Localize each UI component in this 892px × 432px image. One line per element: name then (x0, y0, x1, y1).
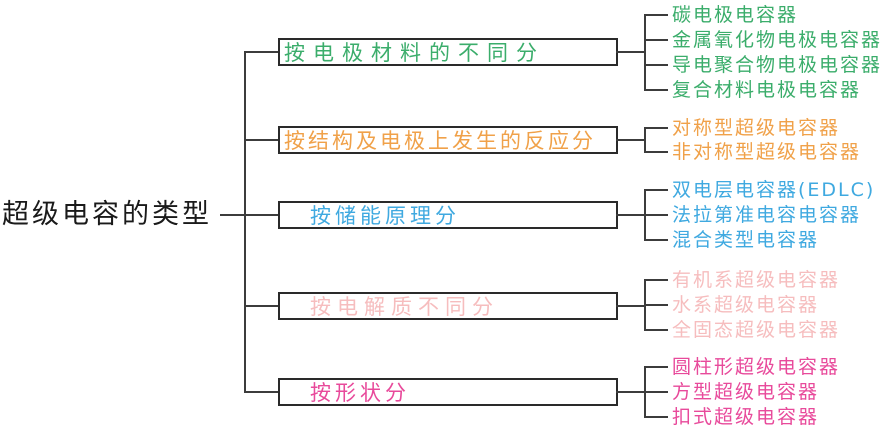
branch5-left-stub (244, 391, 278, 393)
leaf-stub (644, 329, 668, 331)
branch1-bracket (644, 14, 646, 91)
branch4-left-stub (244, 305, 278, 307)
leaf-stub (644, 151, 668, 153)
leaf-stub (644, 89, 668, 91)
root-title: 超级电容的类型 (2, 199, 212, 230)
leaf-label: 金属氧化物电极电容器 (672, 29, 883, 51)
leaf-stub (644, 64, 668, 66)
leaf-label: 双电层电容器(EDLC) (672, 179, 876, 201)
leaf-label: 法拉第准电容电容器 (672, 204, 862, 226)
leaf-label: 圆柱形超级电容器 (672, 356, 841, 378)
leaf-label: 复合材料电极电容器 (672, 79, 862, 101)
branch-label: 按形状分 (310, 381, 410, 405)
leaf-label: 导电聚合物电极电容器 (672, 54, 883, 76)
leaf-label: 对称型超级电容器 (672, 117, 841, 139)
spine-line (244, 51, 246, 393)
branch-label: 按储能原理分 (310, 204, 460, 228)
branch3-left-stub (244, 214, 278, 216)
leaf-stub (644, 366, 668, 368)
leaf-label: 碳电极电容器 (672, 4, 799, 26)
leaf-label: 非对称型超级电容器 (672, 141, 862, 163)
leaf-stub (644, 304, 668, 306)
branch-label: 按结构及电极上发生的反应分 (284, 129, 596, 153)
branch-box-energy-storage: 按储能原理分 (278, 201, 618, 229)
leaf-stub (644, 189, 668, 191)
leaf-stub (644, 391, 668, 393)
branch3-right-connector (616, 214, 646, 216)
branch-label: 按电极材料的不同分 (284, 41, 545, 65)
leaf-stub (644, 279, 668, 281)
branch2-bracket (644, 127, 646, 153)
leaf-label: 有机系超级电容器 (672, 269, 841, 291)
leaf-stub (644, 39, 668, 41)
leaf-label: 方型超级电容器 (672, 381, 820, 403)
root-connector-line (220, 214, 246, 216)
branch1-left-stub (244, 51, 278, 53)
branch5-right-connector (616, 391, 646, 393)
branch2-left-stub (244, 139, 278, 141)
leaf-label: 水系超级电容器 (672, 294, 820, 316)
leaf-stub (644, 214, 668, 216)
leaf-label: 混合类型电容器 (672, 229, 820, 251)
leaf-stub (644, 14, 668, 16)
branch1-right-connector (616, 51, 646, 53)
leaf-stub (644, 416, 668, 418)
branch-label: 按电解质不同分 (310, 295, 499, 319)
leaf-label: 全固态超级电容器 (672, 319, 841, 341)
leaf-label: 扣式超级电容器 (672, 406, 820, 428)
branch2-right-connector (616, 139, 646, 141)
branch-box-structure-reaction: 按结构及电极上发生的反应分 (278, 126, 618, 154)
branch-box-electrode-material: 按电极材料的不同分 (278, 38, 618, 66)
branch4-right-connector (616, 305, 646, 307)
branch-box-electrolyte: 按电解质不同分 (278, 292, 618, 320)
leaf-stub (644, 239, 668, 241)
leaf-stub (644, 127, 668, 129)
branch-box-shape: 按形状分 (278, 378, 618, 406)
